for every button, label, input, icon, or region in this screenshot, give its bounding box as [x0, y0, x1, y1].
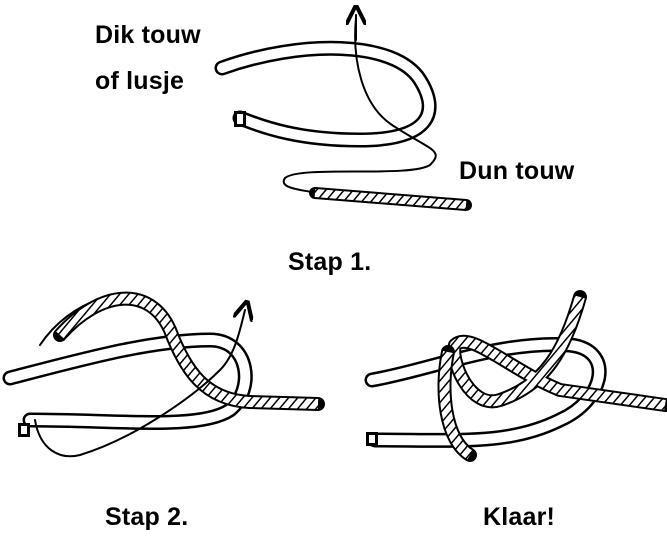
- step1-thick-rope: [222, 48, 429, 140]
- step1-drawing: [222, 15, 466, 205]
- finished-thin-rope: [444, 297, 665, 455]
- finished-knot-drawing: [366, 297, 665, 455]
- step2-thin-rope: [35, 296, 318, 456]
- step2-drawing: [10, 296, 318, 456]
